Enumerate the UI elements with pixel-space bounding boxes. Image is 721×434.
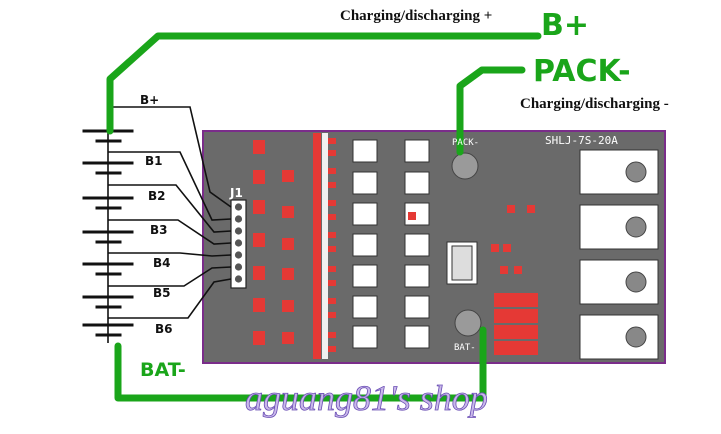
middle-smd-parts (408, 205, 535, 274)
resistor-column (253, 140, 294, 345)
connector-label: J1 (229, 186, 243, 200)
tap-label-b5: B5 (153, 286, 171, 300)
wire-pack-minus (456, 66, 526, 156)
tap-label-b-plus: B+ (140, 93, 159, 107)
pad-label-bat-minus: BAT- (454, 343, 476, 353)
tap-label-b1: B1 (145, 154, 163, 168)
b-plus-big-label: B+ (541, 8, 589, 43)
b-plus-caption: Charging/discharging + (340, 8, 492, 24)
tap-label-b2: B2 (148, 189, 166, 203)
pad-label-pack-minus: PACK- (452, 138, 479, 148)
main-wires (106, 32, 542, 402)
shop-watermark: aguang81's shop (245, 378, 488, 418)
shunt-resistors (494, 293, 538, 355)
pack-minus-big-label: PACK- (533, 54, 631, 89)
tap-label-b3: B3 (150, 223, 168, 237)
mosfet-columns (352, 139, 430, 349)
tap-label-b6: B6 (155, 322, 173, 336)
wire-b-plus (106, 32, 542, 135)
pad-pack-minus (451, 152, 479, 180)
board-id: SHLJ-7S-20A (545, 134, 618, 147)
control-ic (446, 241, 478, 285)
tap-label-b4: B4 (153, 256, 171, 270)
bat-minus-big-label: BAT- (140, 359, 186, 381)
pad-bat-minus (454, 309, 482, 337)
pack-minus-caption: Charging/discharging - (520, 96, 669, 112)
smd-column (313, 133, 336, 359)
j1-connector (230, 199, 247, 289)
wire-bat-minus (114, 326, 487, 402)
balance-wires (107, 106, 232, 343)
output-mosfets (579, 149, 659, 360)
